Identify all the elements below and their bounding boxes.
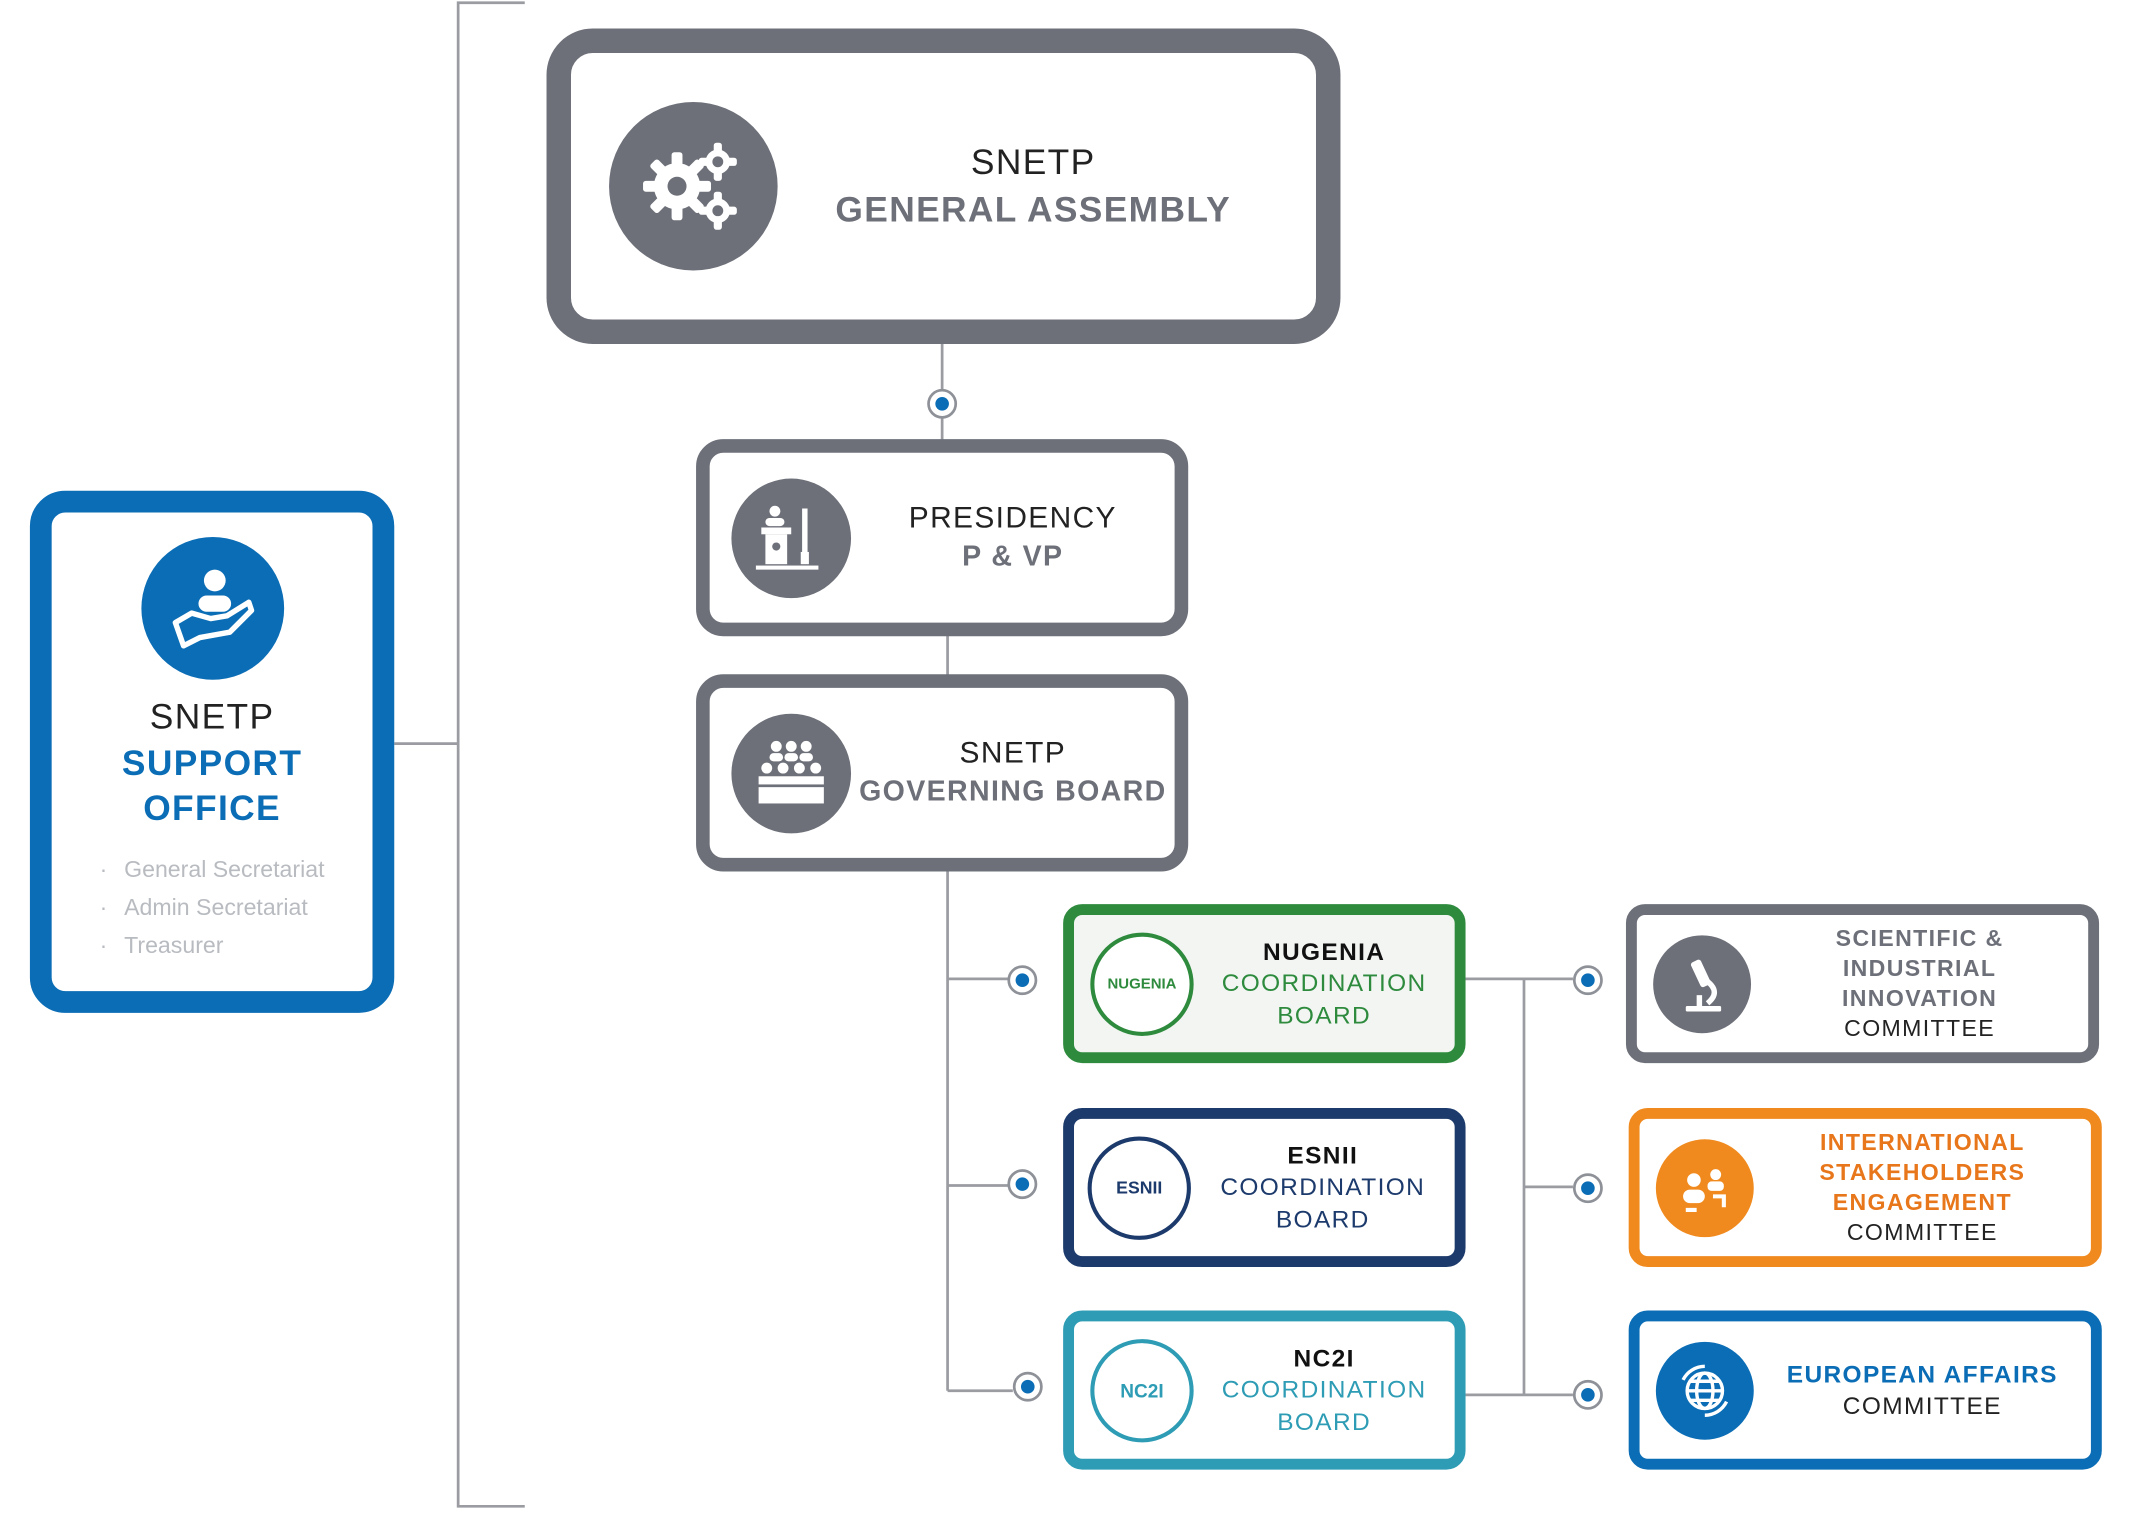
connector-dot	[1012, 1371, 1043, 1402]
presidency-box: PRESIDENCY P & VP	[696, 439, 1189, 637]
gears-icon	[609, 101, 778, 271]
nc2i-title-light: BOARD	[1277, 1407, 1372, 1436]
nc2i-box: NC2I NC2I COORDINATION BOARD	[1063, 1310, 1466, 1470]
list-item: Treasurer	[100, 933, 325, 960]
support-office-title-bold: OFFICE	[143, 787, 281, 828]
support-office-box: SNETP SUPPORT OFFICE General Secretariat…	[29, 490, 395, 1013]
nugenia-box: NUGENIA NUGENIA COORDINATION BOARD	[1063, 904, 1466, 1064]
general-assembly-box: SNETP GENERAL ASSEMBLY	[546, 28, 1341, 344]
support-office-title-light: SNETP	[149, 696, 275, 737]
governing-board-title-light: SNETP	[959, 736, 1067, 771]
esnii-logo: ESNII	[1087, 1135, 1191, 1240]
connector-dot	[1007, 965, 1038, 996]
nugenia-logo: NUGENIA	[1090, 931, 1194, 1036]
scientific-title-bold: SCIENTIFIC &	[1835, 925, 2004, 952]
international-committee-box: INTERNATIONAL STAKEHOLDERS ENGAGEMENT CO…	[1628, 1107, 2102, 1268]
governing-board-title-bold: GOVERNING BOARD	[859, 776, 1167, 808]
globe-icon	[1655, 1341, 1754, 1440]
hand-person-icon	[140, 537, 284, 680]
microscope-icon	[1653, 934, 1752, 1033]
support-office-list: General Secretariat Admin Secretariat Tr…	[100, 856, 325, 970]
nugenia-title-bold: NUGENIA	[1262, 938, 1386, 966]
scientific-title-light: COMMITTEE	[1844, 1015, 1996, 1042]
audience-icon	[731, 713, 852, 833]
connector-dot	[1007, 1169, 1038, 1200]
international-title-bold: STAKEHOLDERS	[1819, 1159, 2026, 1186]
scientific-title-bold: INNOVATION	[1841, 985, 1998, 1012]
podium-icon	[731, 477, 852, 598]
european-title-bold: EUROPEAN AFFAIRS	[1786, 1360, 2058, 1388]
support-office-title-bold: SUPPORT	[121, 742, 303, 784]
general-assembly-title-light: SNETP	[970, 141, 1096, 183]
nugenia-title-light: BOARD	[1277, 1001, 1372, 1029]
connector-dot	[1572, 1379, 1603, 1410]
esnii-title-light: COORDINATION	[1220, 1173, 1426, 1202]
list-item: General Secretariat	[100, 856, 325, 883]
esnii-logo-text: ESNII	[1116, 1177, 1163, 1198]
scientific-committee-box: SCIENTIFIC & INDUSTRIAL INNOVATION COMMI…	[1625, 904, 2100, 1064]
list-item: Admin Secretariat	[100, 895, 325, 922]
governing-board-box: SNETP GOVERNING BOARD	[696, 674, 1189, 872]
european-title-light: COMMITTEE	[1842, 1392, 2002, 1420]
presidency-title-light: PRESIDENCY	[908, 500, 1117, 535]
nugenia-title-light: COORDINATION	[1221, 969, 1427, 998]
esnii-title-light: BOARD	[1275, 1205, 1370, 1233]
european-committee-box: EUROPEAN AFFAIRS COMMITTEE	[1628, 1310, 2102, 1470]
nugenia-logo-text: NUGENIA	[1107, 975, 1177, 992]
nc2i-logo: NC2I	[1090, 1338, 1194, 1442]
presidency-title-bold: P & VP	[962, 541, 1064, 573]
esnii-box: ESNII ESNII COORDINATION BOARD	[1063, 1107, 1466, 1268]
connector-dot	[1572, 965, 1603, 996]
general-assembly-title-bold: GENERAL ASSEMBLY	[835, 188, 1232, 230]
international-title-bold: INTERNATIONAL	[1819, 1129, 2025, 1156]
scientific-title-bold: INDUSTRIAL	[1842, 955, 1997, 982]
nc2i-title-light: COORDINATION	[1221, 1376, 1427, 1404]
esnii-title-bold: ESNII	[1287, 1142, 1359, 1170]
nc2i-title-bold: NC2I	[1293, 1344, 1355, 1373]
connector-dot	[927, 388, 958, 419]
stakeholders-icon	[1655, 1138, 1754, 1237]
international-title-light: COMMITTEE	[1846, 1219, 1998, 1246]
international-title-bold: ENGAGEMENT	[1832, 1189, 2012, 1216]
nc2i-logo-text: NC2I	[1120, 1379, 1164, 1401]
connector-dot	[1572, 1173, 1603, 1204]
